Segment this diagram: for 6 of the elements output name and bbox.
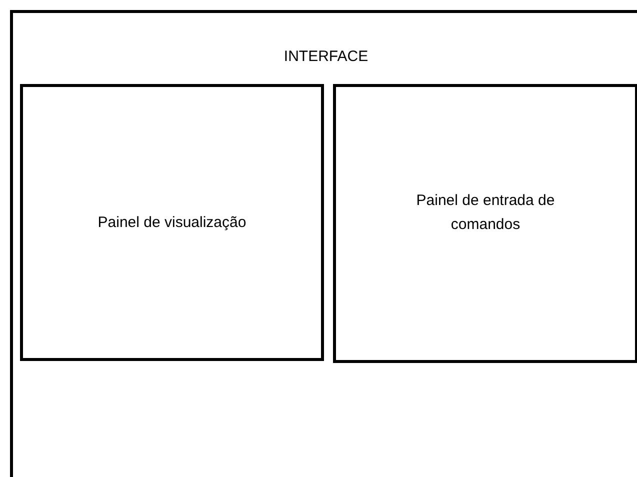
frame-title: INTERFACE	[284, 48, 368, 65]
panel-box	[20, 84, 324, 361]
interface-frame	[10, 10, 637, 477]
panel-box	[333, 84, 637, 363]
panel-label: Painel de entrada de comandos	[415, 190, 556, 234]
panel-label: Painel de visualização	[98, 212, 246, 232]
